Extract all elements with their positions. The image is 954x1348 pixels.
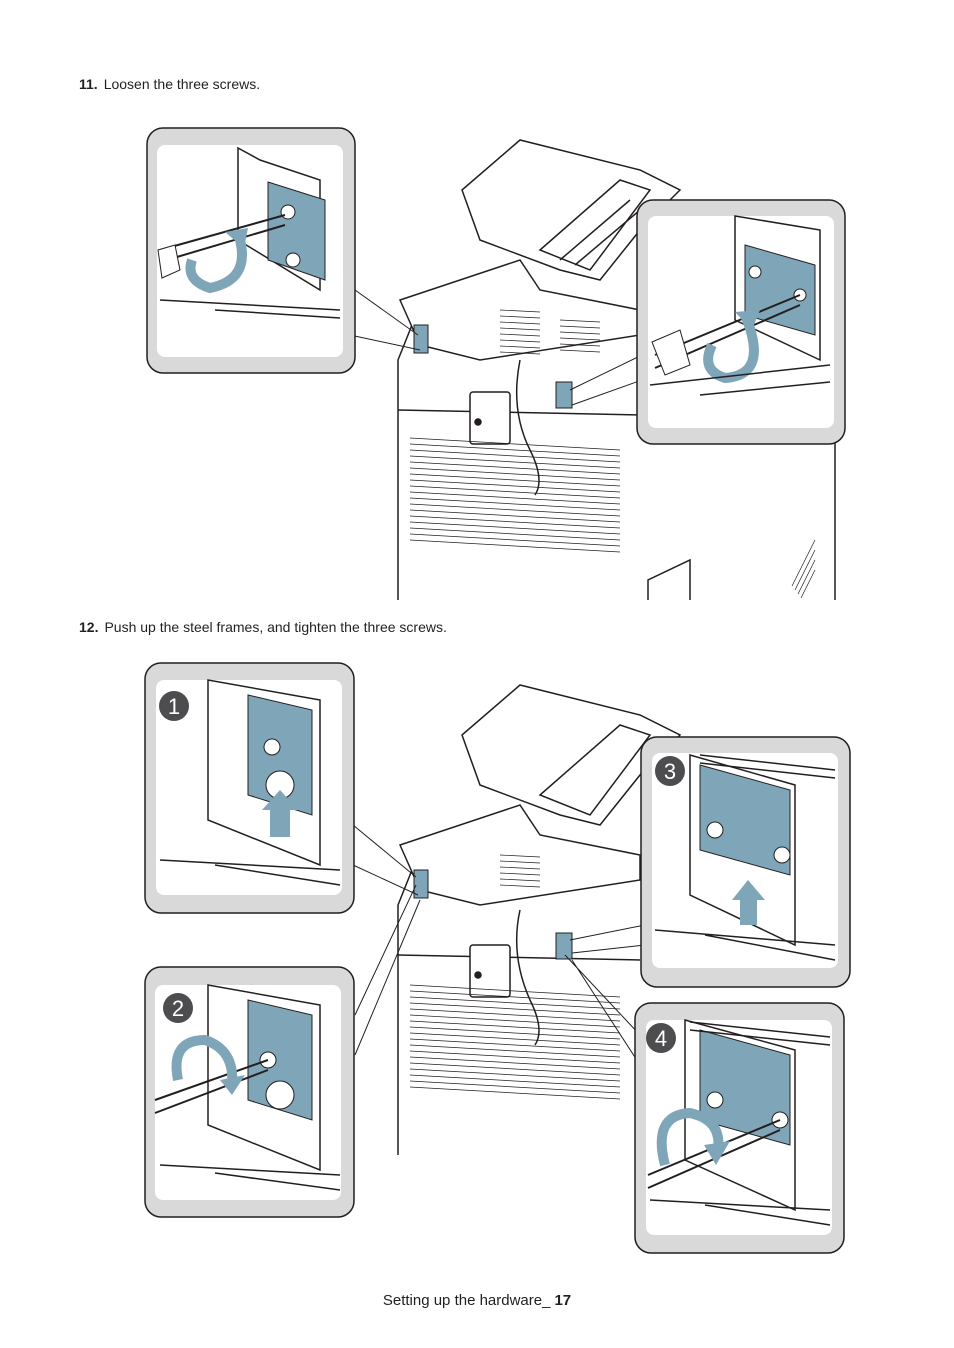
callout-badge-3 [655,756,685,786]
callout-number: 4 [655,1026,667,1051]
figure-push-tighten: 1 2 3 [144,662,851,1254]
step-12: 12. Push up the steel frames, and tighten… [79,618,447,636]
step-number: 12. [79,619,99,635]
footer-section: Setting up the hardware_ [382,1292,551,1309]
step-number: 11. [79,76,98,92]
page-number: 17 [554,1292,572,1309]
bracket-right [555,381,573,409]
callout-number: 1 [168,694,180,719]
inset-1: 1 [144,662,355,914]
bracket-right [555,932,573,960]
callout-badge-4 [646,1023,676,1053]
callout-badge-2 [163,993,193,1023]
vent-grille [409,309,816,599]
leader-line [352,824,646,1066]
inset-4: 4 [634,1002,845,1254]
leader-line [569,354,643,406]
callout-badge-1 [159,691,189,721]
inset-right [636,199,846,445]
callout-number: 2 [172,996,184,1021]
inset-2: 2 [144,966,355,1218]
vent-grille [409,854,621,1100]
callout-number: 3 [664,759,676,784]
bracket-left [413,324,429,354]
figure-loosen-screws [146,127,846,600]
page-footer: Setting up the hardware_17 [0,1292,954,1309]
inset-3: 3 [640,736,851,988]
step-text: Push up the steel frames, and tighten th… [104,619,447,635]
inset-left [146,127,356,374]
leader-line [349,289,421,351]
step-11: 11. Loosen the three screws. [79,75,260,93]
bracket-left [413,869,429,899]
step-text: Loosen the three screws. [103,76,261,92]
